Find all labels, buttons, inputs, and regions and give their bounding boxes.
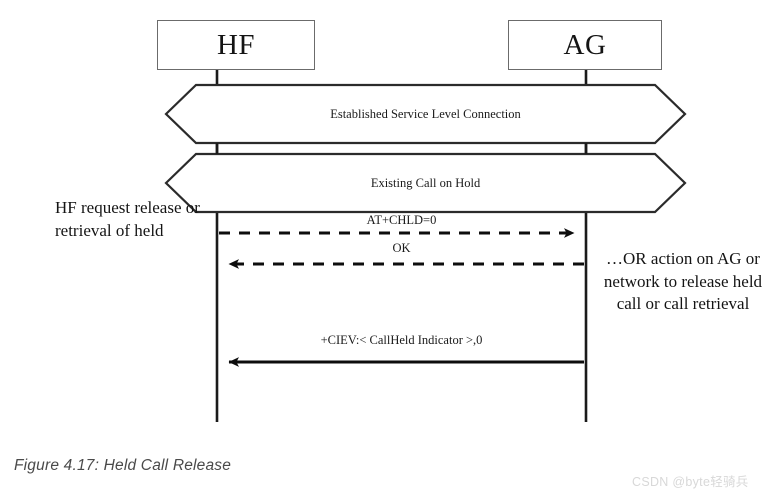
- message-label-ciev: +CIEV:< CallHeld Indicator >,0: [320, 333, 483, 347]
- message-label-at-chld: AT+CHLD=0: [366, 213, 437, 227]
- state-band-existing-hold-shape: [164, 152, 687, 214]
- actor-box-hf[interactable]: HF: [157, 20, 315, 70]
- state-band-established-shape: [164, 83, 687, 145]
- annotation-right-ag-action: …OR action on AG or network to release h…: [603, 249, 763, 314]
- actor-box-ag[interactable]: AG: [508, 20, 662, 70]
- csdn-watermark: CSDN @byte轻骑兵: [632, 475, 749, 489]
- actor-label-ag: AG: [563, 28, 607, 61]
- figure-caption: Figure 4.17: Held Call Release: [14, 457, 232, 474]
- annotation-left-hf-request: HF request release or retrieval of held: [55, 198, 200, 240]
- message-label-ok: OK: [392, 241, 411, 255]
- state-band-label-existing-hold: Existing Call on Hold: [370, 176, 481, 190]
- actor-label-hf: HF: [216, 28, 256, 61]
- state-band-label-established: Established Service Level Connection: [330, 107, 521, 121]
